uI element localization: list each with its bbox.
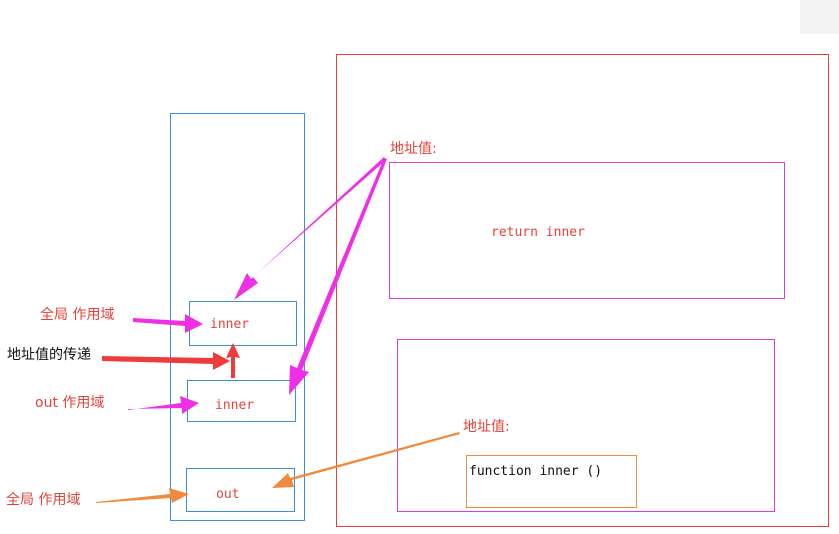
out-scope-label: out 作用域 xyxy=(35,395,105,411)
stack-cell-inner-out-label: inner xyxy=(215,398,255,413)
function-code: function inner () xyxy=(469,464,603,479)
return-object-box xyxy=(389,162,785,299)
stack-cell-out xyxy=(186,468,295,512)
function-inner-box xyxy=(466,455,637,508)
orange-arrow-address-to-out xyxy=(272,432,460,488)
red-arrow-address-transfer xyxy=(102,352,230,370)
stack-cell-out-label: out xyxy=(216,487,240,502)
orange-arrow-global-to-out xyxy=(96,488,189,503)
red-arrow-up xyxy=(226,343,240,378)
magenta-arrow-global-label xyxy=(133,314,203,333)
corner-shade xyxy=(800,0,839,34)
global-scope-label-2: 全局 作用域 xyxy=(6,492,81,508)
function-object-box xyxy=(397,339,775,512)
heap-frame xyxy=(336,54,829,527)
magenta-arrow-to-out-inner xyxy=(289,158,387,395)
stack-frame xyxy=(170,113,305,521)
address-transfer-label: 地址值的传递 xyxy=(7,347,91,363)
global-scope-label-1: 全局 作用域 xyxy=(40,307,115,323)
address-label-top: 地址值: xyxy=(390,141,437,157)
stack-cell-inner-global-label: inner xyxy=(210,317,250,332)
return-code: return inner xyxy=(491,225,585,240)
magenta-arrow-out-label xyxy=(128,396,199,414)
magenta-arrow-to-global-inner xyxy=(234,157,386,300)
address-label-bottom: 地址值: xyxy=(463,419,510,435)
